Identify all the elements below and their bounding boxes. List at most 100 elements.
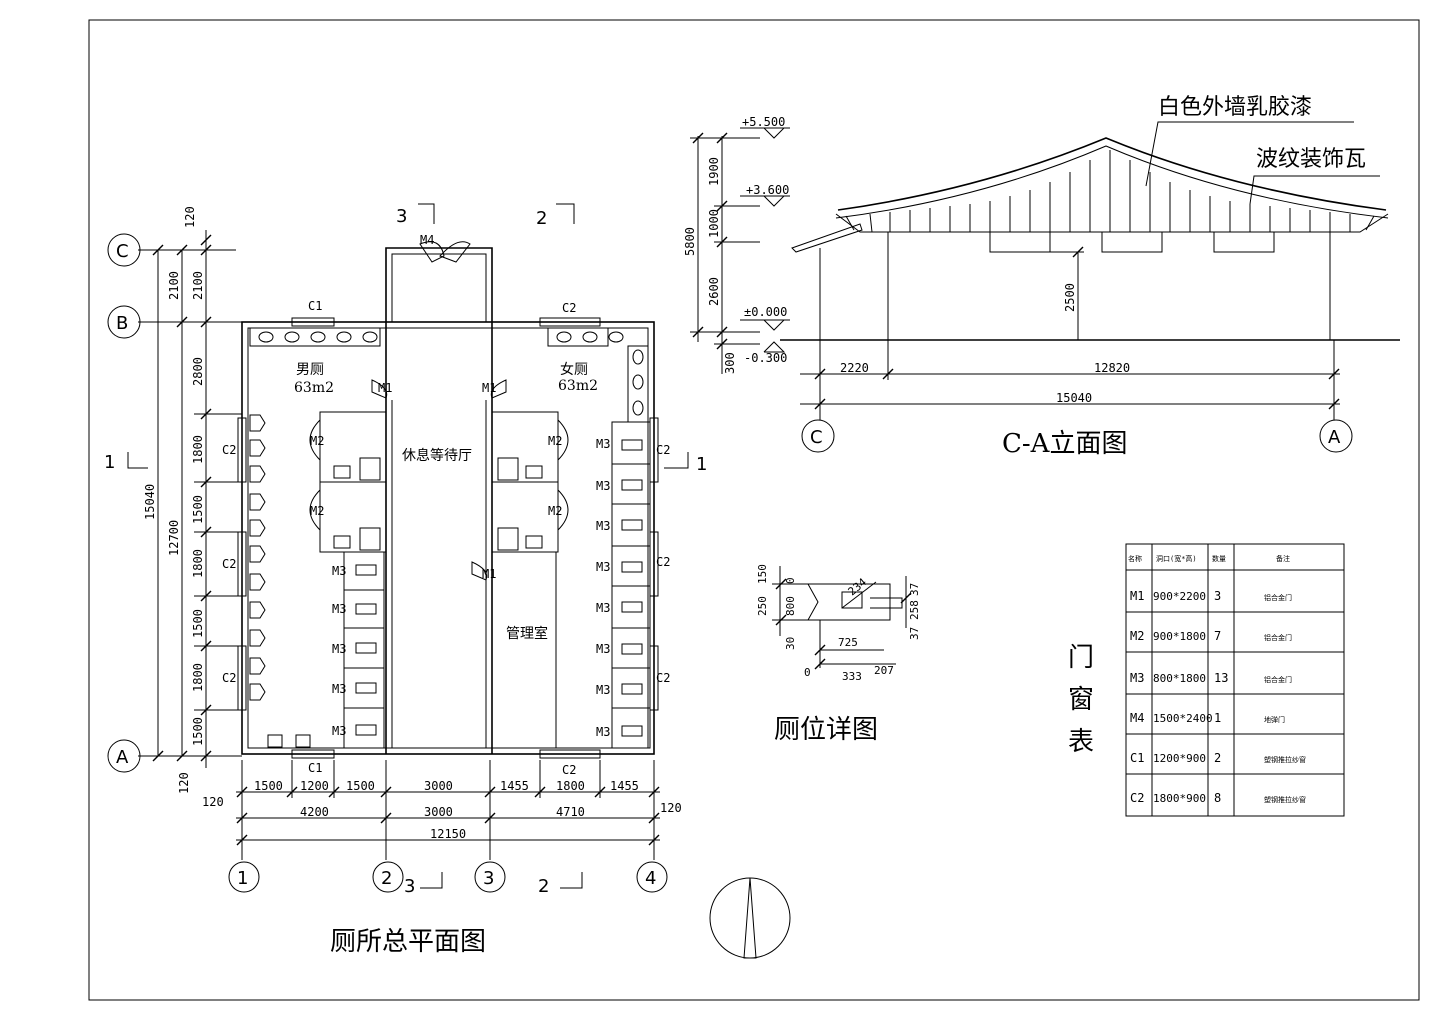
- svg-text:1800: 1800: [556, 779, 585, 793]
- door-label: M1: [482, 381, 496, 395]
- table-cell-name: M3: [1130, 671, 1144, 685]
- table-cell-note: 铝合金门: [1264, 633, 1292, 642]
- svg-text:1500: 1500: [346, 779, 375, 793]
- svg-text:M3: M3: [332, 642, 346, 656]
- svg-text:15040: 15040: [143, 484, 157, 520]
- svg-text:0: 0: [804, 666, 811, 679]
- svg-text:1: 1: [104, 452, 115, 473]
- svg-text:5800: 5800: [683, 227, 697, 256]
- svg-text:1000: 1000: [707, 209, 721, 238]
- table-cell-name: M4: [1130, 711, 1144, 725]
- window-label: C2: [222, 671, 236, 685]
- svg-text:M3: M3: [332, 682, 346, 696]
- table-cell-size: 1500*2400: [1153, 712, 1213, 725]
- svg-text:3000: 3000: [424, 805, 453, 819]
- sink-row-men: [249, 327, 381, 347]
- table-header: 备注: [1276, 554, 1290, 563]
- table-cell-name: C2: [1130, 791, 1144, 805]
- table-cell-size: 1200*900: [1153, 752, 1206, 765]
- urinal-row: [249, 414, 266, 701]
- svg-text:0: 0: [784, 577, 797, 584]
- table-cell-qty: 8: [1214, 791, 1221, 805]
- axis-2: 2: [381, 868, 392, 889]
- table-cell-qty: 1: [1214, 711, 1221, 725]
- svg-text:12700: 12700: [167, 520, 181, 556]
- svg-text:2220: 2220: [840, 361, 869, 375]
- door-label: M2: [310, 434, 324, 448]
- plan-title: 厕所总平面图: [330, 927, 486, 957]
- door-label: M1: [378, 381, 392, 395]
- level-marks: +5.500 +3.600 ±0.000 -0.300: [740, 115, 790, 365]
- plan-bottom-dims: 1500 1200 1500 3000 1455 1800 1455 4200 …: [202, 760, 682, 893]
- table-cell-size: 900*2200: [1153, 590, 1206, 603]
- svg-text:M3: M3: [596, 642, 610, 656]
- table-cell-size: 1800*900: [1153, 792, 1206, 805]
- roof-tiles: [845, 150, 1375, 233]
- room-women-area: 63m2: [558, 378, 598, 394]
- svg-text:120: 120: [177, 772, 191, 794]
- table-cell-size: 800*1800: [1153, 672, 1206, 685]
- svg-text:M3: M3: [332, 564, 346, 578]
- toilet-detail: 150 0 250 800 30 725 0 333 207 37 258 37…: [756, 564, 921, 745]
- axis-1: 1: [237, 868, 248, 889]
- table-header: 洞口(宽*高): [1156, 554, 1197, 563]
- svg-text:1455: 1455: [610, 779, 639, 793]
- table-title-char: 表: [1068, 727, 1094, 757]
- svg-text:1200: 1200: [300, 779, 329, 793]
- table-cell-note: 铝合金门: [1264, 593, 1292, 602]
- svg-text:M3: M3: [332, 602, 346, 616]
- room-office: 管理室: [506, 625, 548, 642]
- window-label: C2: [656, 443, 670, 457]
- door-label: M2: [310, 504, 324, 518]
- svg-text:M3: M3: [332, 724, 346, 738]
- svg-text:725: 725: [838, 636, 858, 649]
- svg-text:3000: 3000: [424, 779, 453, 793]
- svg-text:±0.000: ±0.000: [744, 305, 787, 319]
- axis-a: A: [116, 747, 129, 768]
- table-cell-qty: 7: [1214, 629, 1221, 643]
- svg-text:M3: M3: [596, 519, 610, 533]
- svg-text:1800: 1800: [191, 663, 205, 692]
- note-wall-paint: 白色外墙乳胶漆: [1158, 95, 1312, 120]
- table-cell-size: 900*1800: [1153, 630, 1206, 643]
- svg-text:37: 37: [908, 627, 921, 640]
- table-cell-name: M1: [1130, 589, 1144, 603]
- window-label: C2: [562, 763, 576, 777]
- svg-text:4200: 4200: [300, 805, 329, 819]
- svg-text:-0.300: -0.300: [744, 351, 787, 365]
- table-cell-note: 地弹门: [1264, 715, 1285, 724]
- door-label: M1: [482, 567, 496, 581]
- table-cell-note: 铝合金门: [1264, 675, 1292, 684]
- svg-text:M3: M3: [596, 725, 610, 739]
- elevation-view: 白色外墙乳胶漆 波纹装饰瓦 2500 +5.500 +3.600 ±0.000 …: [683, 95, 1400, 459]
- elevation-left-dims: 5800 1900 1000 2600 300: [683, 132, 760, 374]
- window-label: C1: [308, 761, 322, 775]
- detail-title: 厕位详图: [774, 715, 878, 745]
- svg-text:2500: 2500: [1063, 283, 1077, 312]
- axis-c: C: [116, 241, 129, 262]
- svg-text:3: 3: [404, 876, 415, 897]
- svg-text:1500: 1500: [254, 779, 283, 793]
- svg-text:2800: 2800: [191, 357, 205, 386]
- section-marks: 3 2 1 1 3 2: [104, 203, 707, 897]
- svg-text:15040: 15040: [1056, 391, 1092, 405]
- table-title-char: 窗: [1068, 685, 1094, 715]
- svg-text:120: 120: [183, 206, 197, 228]
- svg-text:207: 207: [874, 664, 894, 677]
- floor-plan: 男厕 63m2 女厕 63m2 休息等待厅 管理室 M1 M1 M1 M4 M2…: [104, 203, 707, 957]
- svg-text:2100: 2100: [191, 271, 205, 300]
- table-cell-name: C1: [1130, 751, 1144, 765]
- table-cell-qty: 2: [1214, 751, 1221, 765]
- svg-text:300: 300: [723, 352, 737, 374]
- window-c2-top: [539, 317, 601, 327]
- svg-text:2: 2: [536, 208, 547, 229]
- svg-text:12150: 12150: [430, 827, 466, 841]
- room-lobby: 休息等待厅: [402, 447, 472, 464]
- svg-text:333: 333: [842, 670, 862, 683]
- axis-3: 3: [483, 868, 494, 889]
- svg-text:1800: 1800: [191, 435, 205, 464]
- svg-text:2: 2: [538, 876, 549, 897]
- outer-wall: [241, 321, 655, 755]
